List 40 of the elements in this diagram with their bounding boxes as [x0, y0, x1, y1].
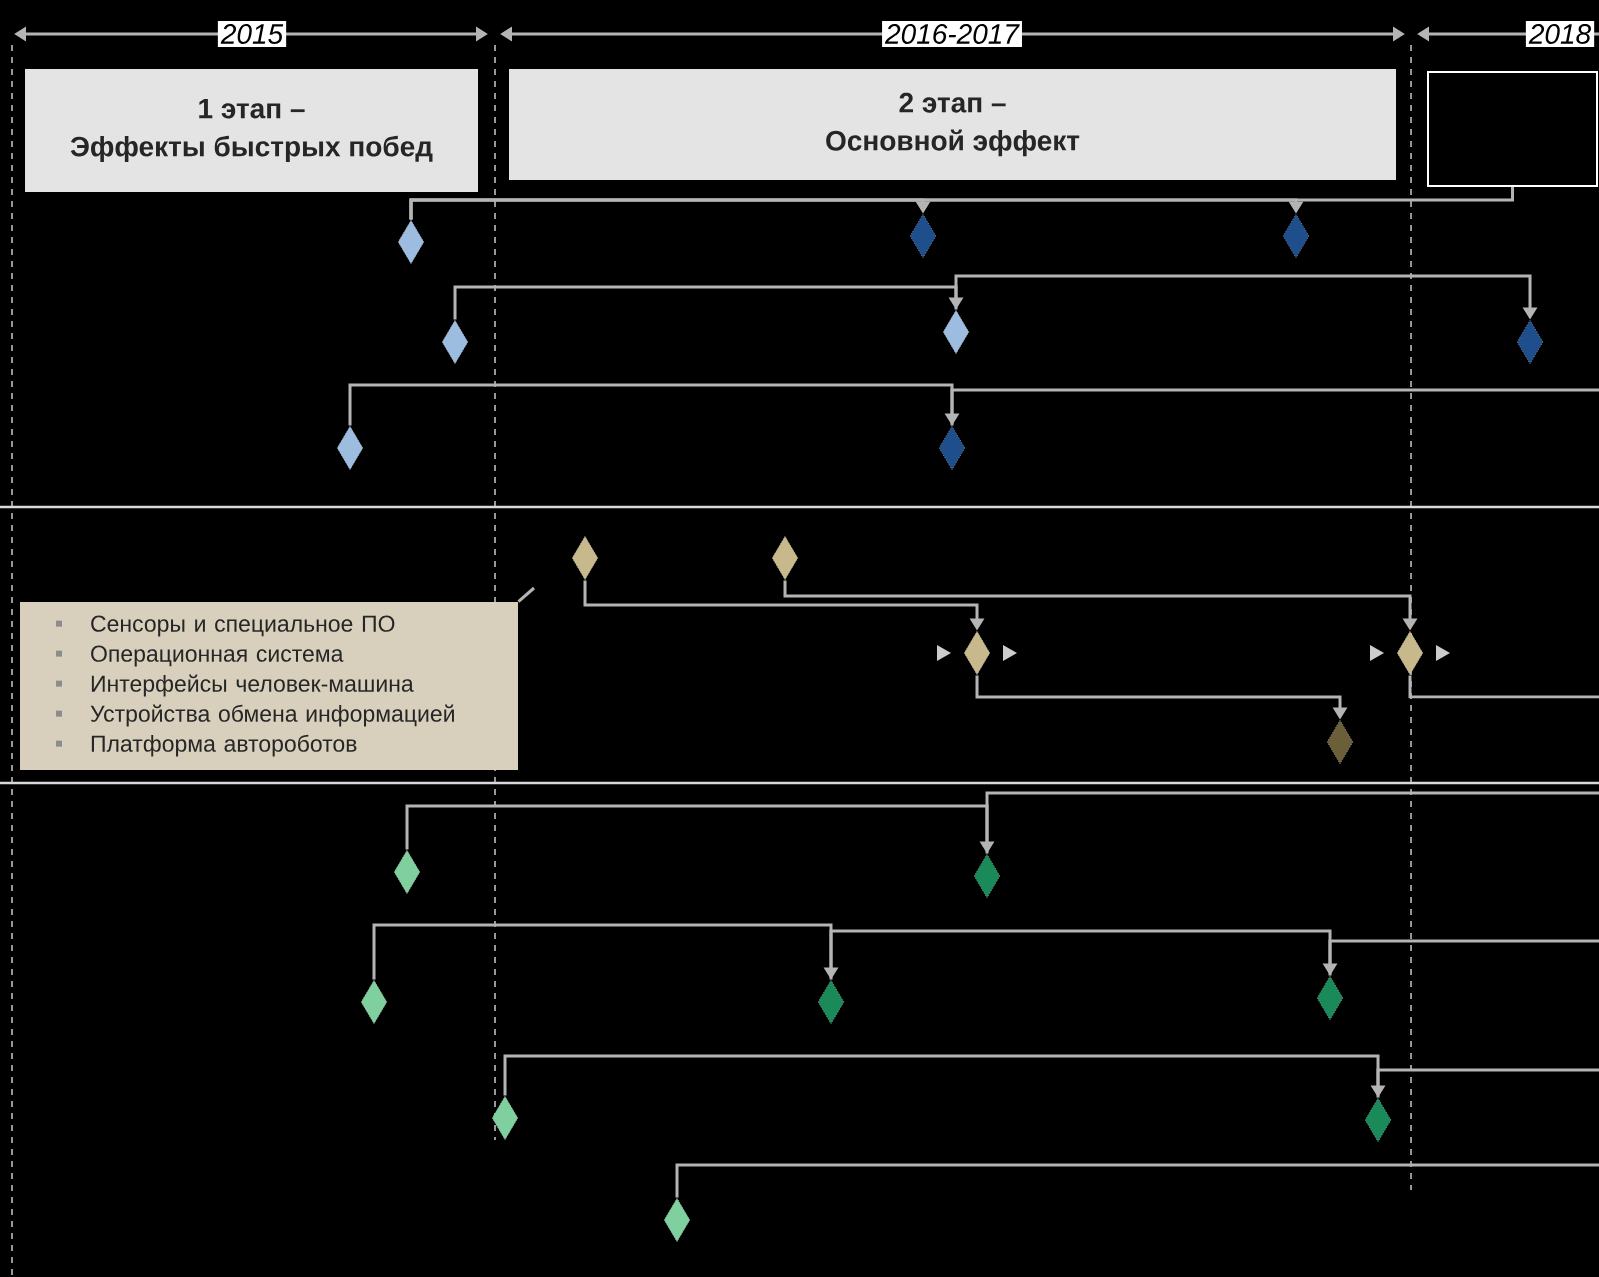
milestone-diamond: [360, 979, 388, 1025]
milestone-diamond: [817, 979, 845, 1025]
year-label: 2018: [1525, 21, 1595, 47]
connector-arrow: [829, 929, 1338, 980]
milestone-diamond: [1396, 630, 1424, 676]
milestone-diamond: [571, 535, 599, 581]
milestone-diamond: [1516, 319, 1544, 365]
milestone-diamond: [1282, 213, 1310, 259]
connector-arrow: [372, 923, 839, 980]
connector-line: [950, 388, 1599, 426]
milestone-diamond: [1316, 975, 1344, 1021]
connector-line: [1376, 1068, 1599, 1098]
milestone-diamond: [393, 849, 421, 895]
stage-box: 1 этап – Эффекты быстрых побед: [25, 69, 478, 192]
milestone-diamond: [942, 309, 970, 355]
milestone-diamond: [963, 630, 991, 676]
year-label: 2016-2017: [882, 21, 1022, 47]
milestone-diamond: [336, 425, 364, 471]
milestone-diamond: [771, 535, 799, 581]
milestone-diamond: [909, 213, 937, 259]
milestone-diamond: [938, 425, 966, 471]
milestone-diamond: [441, 319, 469, 365]
year-label: 2015: [217, 21, 287, 47]
milestone-diamond: [1326, 719, 1354, 765]
milestone-diamond: [1364, 1097, 1392, 1143]
milestone-diamond: [397, 219, 425, 265]
stage-box: [1427, 71, 1598, 187]
connector-arrow: [453, 285, 964, 320]
connector-line: [1328, 939, 1599, 976]
connector-line: [1408, 675, 1599, 699]
connector-line: [409, 187, 1514, 220]
connector-line: [985, 791, 1599, 854]
milestone-diamond: [973, 853, 1001, 899]
stage-box: 2 этап – Основной эффект: [509, 69, 1396, 180]
leader-line: [517, 586, 535, 603]
milestone-diamond: [663, 1197, 691, 1243]
connector-arrow: [348, 383, 960, 426]
milestone-diamond: [491, 1095, 519, 1141]
info-box: Сенсоры и специальное ПО Операционная система Интерфейсы человек-машина Устройства обмена информацией Платформа автороботов: [20, 602, 518, 770]
connector-line: [675, 1163, 1599, 1198]
